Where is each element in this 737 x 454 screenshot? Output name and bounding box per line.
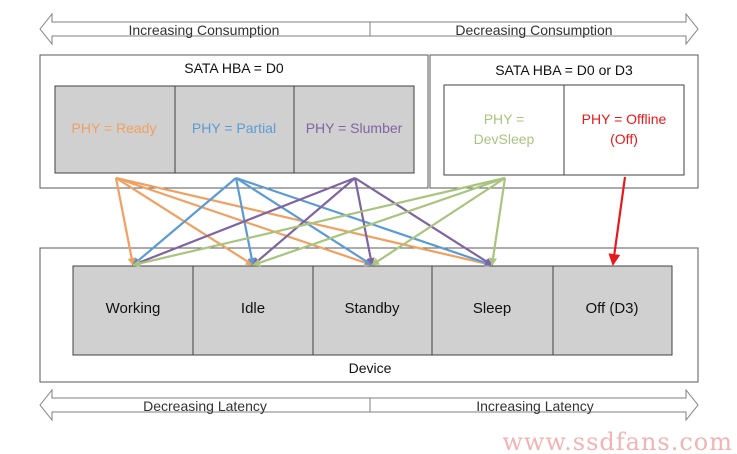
arrow-devsleep-to-standby (371, 177, 506, 266)
device-state-standby (312, 265, 433, 356)
phy-offline-label-line2: (Off) (610, 131, 638, 147)
arrow-ready-to-working (114, 177, 136, 266)
arrow-devsleep-to-sleep (489, 177, 507, 266)
phy-partial-label: PHY = Partial (192, 120, 276, 136)
device-title: Device (349, 360, 392, 376)
watermark-text: www.ssdfans.com (502, 428, 733, 454)
arrow-slumber-to-standby (353, 177, 375, 266)
increasing-consumption-label: Increasing Consumption (129, 22, 280, 38)
transition-arrows (114, 176, 627, 268)
arrow-slumber-to-working (132, 176, 356, 267)
device-state-working (72, 265, 194, 356)
phy-ready-label: PHY = Ready (72, 120, 157, 136)
phy-slumber-cell (293, 85, 415, 174)
double-arrow-shape (39, 388, 699, 422)
device-state-off-d3 (552, 265, 673, 356)
arrow-devsleep-to-working (132, 176, 506, 268)
device-state-working-label: Working (106, 300, 161, 317)
device-state-idle-label: Idle (241, 300, 265, 317)
phy-devsleep-label-line2: DevSleep (474, 131, 535, 147)
arrow-devsleep-to-idle (252, 176, 506, 267)
device-box: Working Idle Standby Sleep Off (D3) Devi… (39, 247, 699, 383)
increasing-latency-label: Increasing Latency (476, 398, 594, 414)
hba-d0-box: SATA HBA = D0 PHY = Ready PHY = Partial … (39, 54, 429, 189)
bottom-latency-arrow: Decreasing Latency Increasing Latency (39, 388, 699, 422)
device-state-off-d3-label: Off (D3) (585, 300, 638, 317)
phy-slumber-label: PHY = Slumber (306, 120, 403, 136)
decreasing-latency-label: Decreasing Latency (143, 398, 267, 414)
phy-offline-label-line1: PHY = Offline (582, 111, 667, 127)
device-state-sleep-label: Sleep (473, 300, 511, 317)
phy-offline-cell (563, 84, 685, 176)
phy-devsleep-label-line1: PHY = (484, 111, 525, 127)
arrow-slumber-to-sleep (354, 177, 493, 266)
hba-d0-or-d3-title: SATA HBA = D0 or D3 (495, 62, 633, 78)
arrow-partial-to-working (132, 177, 237, 266)
phy-partial-cell (174, 85, 295, 174)
top-consumption-arrow: Increasing Consumption Decreasing Consum… (39, 12, 699, 46)
arrow-offline-to-off-d3 (608, 176, 627, 266)
hba-d0-title: SATA HBA = D0 (184, 60, 284, 76)
double-arrow-shape (39, 12, 699, 46)
arrow-slumber-to-idle (252, 177, 356, 266)
phy-devsleep-cell (443, 84, 565, 176)
device-state-standby-label: Standby (344, 300, 400, 317)
decreasing-consumption-label: Decreasing Consumption (455, 22, 612, 38)
hba-d0-or-d3-box: SATA HBA = D0 or D3 PHY = DevSleep PHY =… (429, 54, 699, 189)
